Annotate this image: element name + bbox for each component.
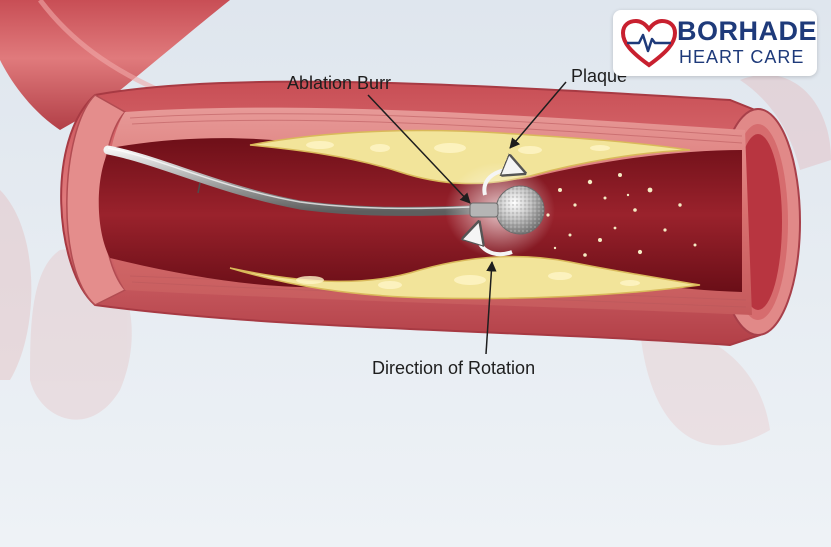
brand-logo: BORHADE HEART CARE bbox=[613, 10, 817, 76]
rotation-arrow-bottom bbox=[477, 225, 513, 257]
logo-name: BORHADE bbox=[677, 16, 818, 46]
rotation-arrow-top bbox=[482, 170, 522, 196]
plaque-texture bbox=[296, 141, 640, 289]
catheter-joint bbox=[197, 182, 201, 194]
plaque-callout-arrow bbox=[509, 81, 567, 149]
burr-collar bbox=[469, 202, 499, 218]
label-direction-of-rotation: Direction of Rotation bbox=[372, 358, 536, 378]
plaque-upper bbox=[249, 129, 691, 185]
rotation-callout-arrow bbox=[485, 260, 497, 355]
burr-callout-arrow bbox=[367, 94, 471, 204]
plaque-debris bbox=[546, 173, 697, 257]
heart-pulse-icon bbox=[621, 19, 677, 68]
label-ablation-burr: Ablation Burr bbox=[287, 73, 392, 93]
logo-subtitle: HEART CARE bbox=[679, 47, 805, 67]
catheter-shaft bbox=[103, 145, 475, 216]
